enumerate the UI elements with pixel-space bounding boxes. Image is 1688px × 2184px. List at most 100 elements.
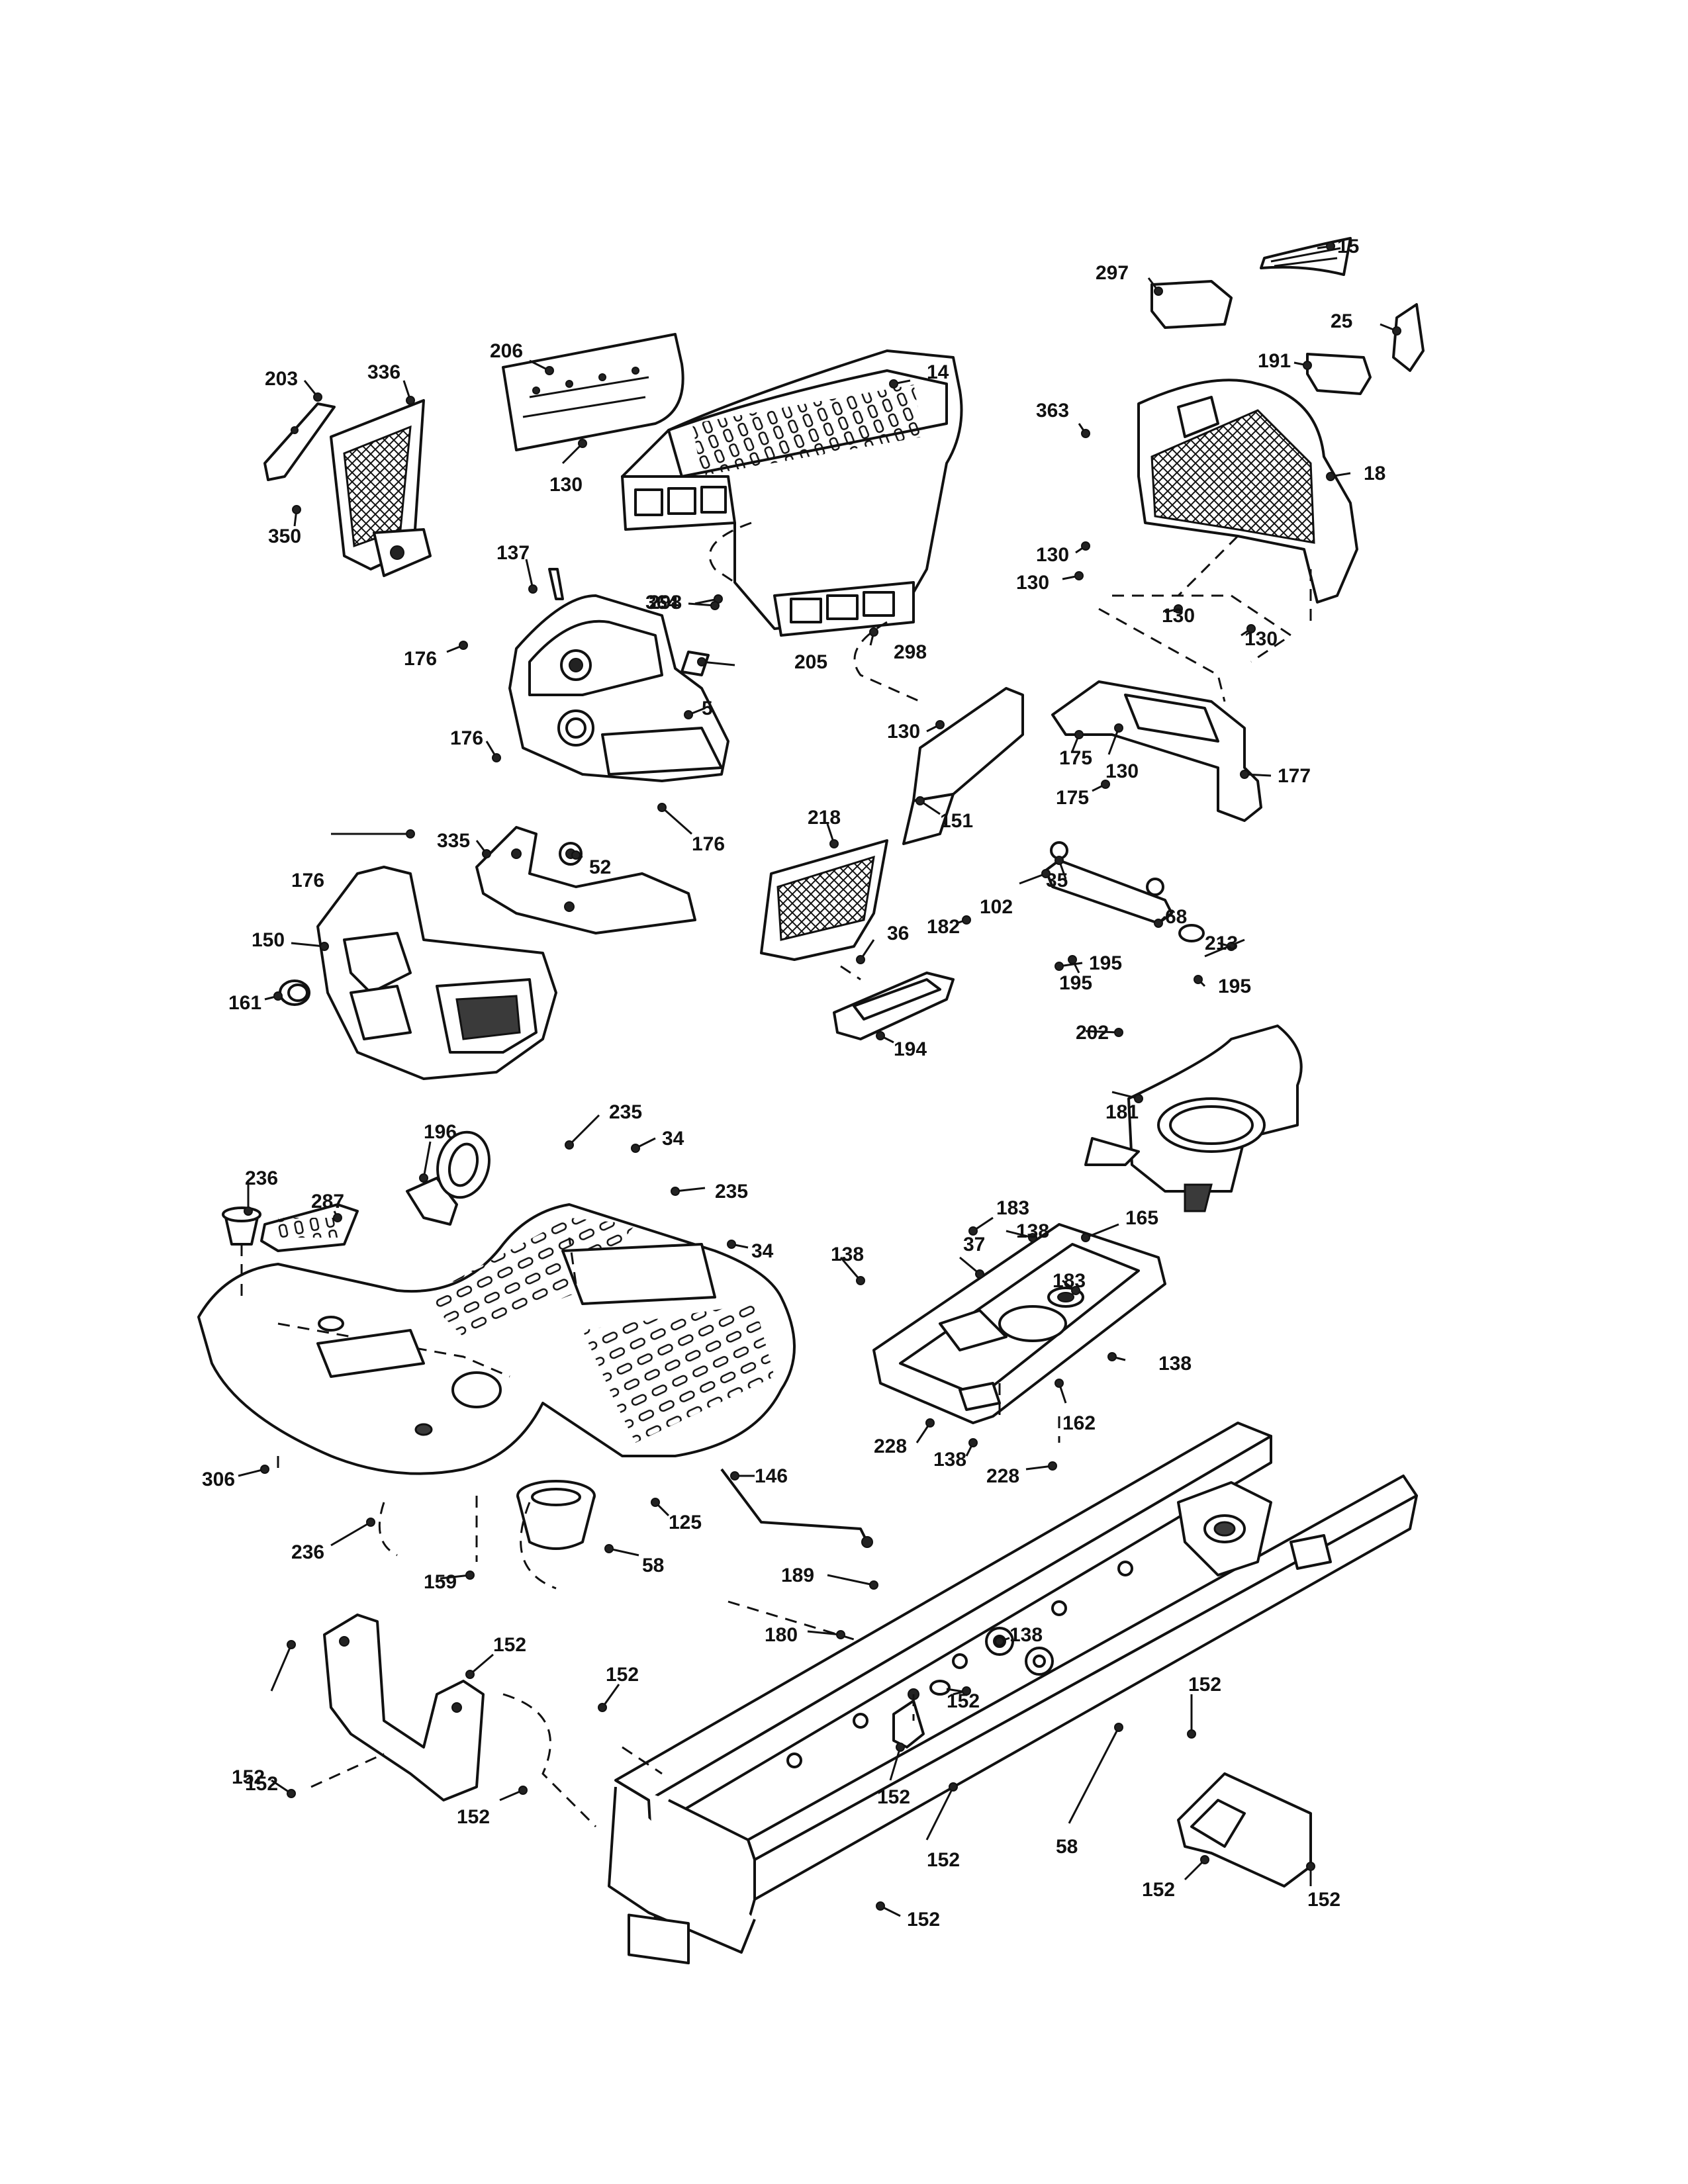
part-336-side-panel	[330, 399, 432, 577]
fastener-point	[962, 915, 971, 925]
callout-leader	[925, 1786, 955, 1841]
fastener-point	[684, 710, 693, 719]
fastener-point	[1048, 1461, 1057, 1471]
callout-label-206: 206	[490, 340, 523, 362]
callout-label-152: 152	[947, 1690, 980, 1712]
fastener-point	[975, 1269, 984, 1279]
fastener-point	[1074, 730, 1084, 739]
callout-label-218: 218	[808, 807, 841, 829]
callout-label-125: 125	[669, 1512, 702, 1533]
callout-label-36: 36	[887, 923, 909, 944]
part-175-dash-bracket	[475, 826, 696, 934]
callout-leader	[839, 1257, 862, 1281]
callout-label-335: 335	[437, 830, 470, 852]
fastener-point	[604, 1544, 614, 1553]
fastener-point	[1068, 955, 1077, 964]
callout-leader	[889, 1747, 902, 1781]
fastener-point	[1200, 1855, 1209, 1864]
fastener-point	[657, 803, 667, 812]
part-181-bushing	[222, 1206, 261, 1246]
callout-label-183: 183	[1053, 1270, 1086, 1292]
fastener-point	[968, 1438, 978, 1447]
callout-leader	[661, 806, 692, 835]
part-191-light	[1306, 353, 1372, 395]
callout-label-202: 202	[1076, 1022, 1109, 1044]
fastener-point	[876, 1031, 885, 1040]
fastener-point	[1081, 1233, 1090, 1242]
fastener-point	[1246, 624, 1256, 633]
callout-label-175: 175	[1059, 747, 1092, 769]
callout-label-52: 52	[589, 856, 611, 878]
fastener-point	[710, 601, 720, 610]
part-125-clip	[892, 1700, 925, 1749]
callout-label-34: 34	[751, 1240, 774, 1262]
callout-label-130: 130	[1016, 572, 1049, 594]
callout-label-236: 236	[245, 1167, 278, 1189]
callout-label-152: 152	[606, 1664, 639, 1686]
callout-leader	[1019, 872, 1047, 885]
fastener-point	[876, 1901, 885, 1911]
fastener-point	[1055, 962, 1064, 971]
callout-label-203: 203	[265, 368, 298, 390]
fastener-point	[869, 627, 878, 637]
callout-label-25: 25	[1331, 310, 1352, 332]
fastener-point	[1194, 975, 1203, 984]
callout-label-177: 177	[1278, 765, 1311, 787]
callout-label-363: 363	[1036, 400, 1069, 422]
callout-label-181: 181	[1105, 1101, 1139, 1123]
part-180-frame	[608, 1422, 1418, 1965]
callout-label-236: 236	[291, 1541, 324, 1563]
callout-leader	[1107, 727, 1120, 755]
fastener-point	[856, 1276, 865, 1285]
callout-label-235: 235	[715, 1181, 748, 1203]
callout-label-287: 287	[311, 1191, 344, 1212]
fastener-point	[836, 1630, 845, 1639]
fastener-point	[915, 796, 925, 805]
fastener-point	[671, 1187, 680, 1196]
callout-label-138: 138	[933, 1449, 966, 1471]
fastener-point	[1154, 919, 1163, 928]
callout-label-152: 152	[907, 1909, 940, 1931]
fastener-point	[578, 439, 587, 448]
fastener-point	[1306, 1862, 1315, 1871]
callout-label-130: 130	[549, 474, 583, 496]
fastener-point	[571, 850, 581, 860]
callout-label-152: 152	[1142, 1879, 1175, 1901]
callout-leader	[330, 1521, 371, 1547]
fastener-point	[889, 379, 898, 388]
assembly-dash-lines	[240, 522, 1312, 1828]
callout-label-180: 180	[765, 1624, 798, 1646]
fastener-point	[518, 1786, 528, 1795]
callout-label-228: 228	[874, 1435, 907, 1457]
part-25-corner-trim	[1392, 303, 1425, 372]
callout-label-152: 152	[1307, 1889, 1340, 1911]
part-206-hood-bracket	[502, 333, 684, 451]
fastener-point	[1074, 571, 1084, 580]
callout-label-364: 364	[645, 592, 679, 614]
part-202-step	[833, 972, 955, 1040]
fastener-point	[1041, 869, 1051, 878]
fastener-point	[697, 657, 706, 666]
callout-leader	[601, 1684, 620, 1708]
callout-label-152: 152	[245, 1773, 278, 1795]
callout-label-189: 189	[781, 1565, 814, 1586]
fastener-point	[651, 1498, 660, 1507]
callout-label-213: 213	[1205, 933, 1238, 954]
fastener-point	[492, 753, 501, 762]
fastener-point	[1107, 1352, 1117, 1361]
fastener-point	[995, 1637, 1004, 1646]
callout-label-350: 350	[268, 525, 301, 547]
callout-label-194: 194	[894, 1038, 927, 1060]
callout-leader	[525, 559, 534, 590]
part-195-plug	[279, 979, 310, 1006]
callout-leader	[469, 1653, 494, 1676]
callout-label-196: 196	[424, 1121, 457, 1143]
fastener-point	[465, 1670, 475, 1679]
fastener-point	[1114, 1723, 1123, 1732]
callout-label-159: 159	[424, 1571, 457, 1593]
callout-leader	[675, 1187, 706, 1193]
part-335-side-panel	[760, 839, 888, 961]
part-165-rod	[720, 1468, 873, 1548]
part-150-shroud	[1084, 1024, 1303, 1212]
